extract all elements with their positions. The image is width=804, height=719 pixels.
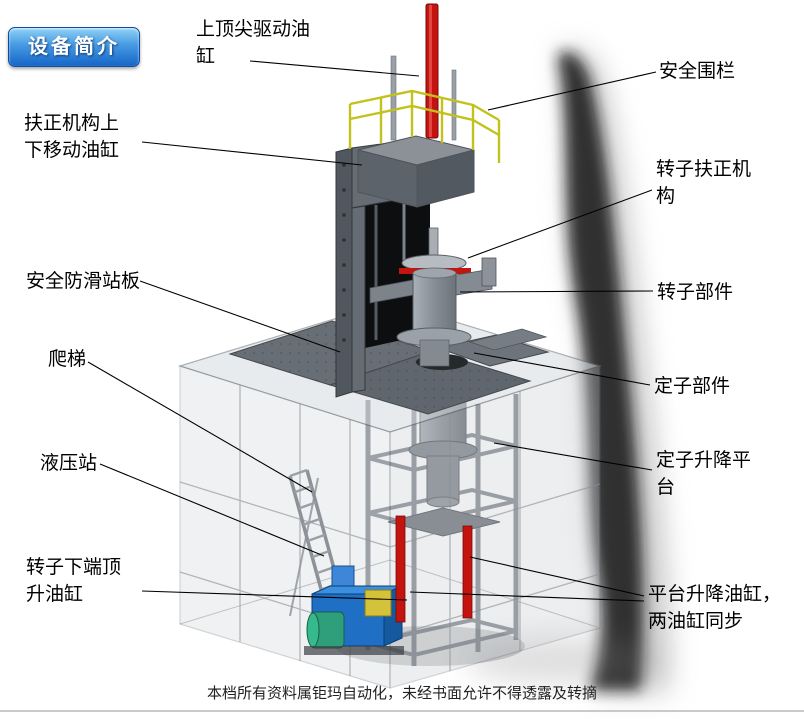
leader-platform-lift-cylinder-1 (469, 556, 645, 597)
label-platform-lift-cylinders: 平台升降油缸， 两油缸同步 (648, 584, 782, 632)
label-antislip-deck: 安全防滑站板 (26, 271, 141, 292)
head-box (357, 135, 475, 208)
leader-top-drive-cylinder (249, 60, 420, 77)
guide-rod-left (390, 55, 397, 141)
leader-hydraulic-station (99, 463, 325, 557)
guide-rod-right (451, 69, 457, 141)
leader-centering-updown-cylinder (141, 141, 363, 166)
stator-lift-plate (387, 507, 501, 537)
rotor-assembly (369, 227, 497, 367)
label-rotor-centering-mechanism: 转子扶正机 构 (656, 159, 752, 207)
label-top-drive-cylinder: 上顶尖驱动油 缸 (196, 19, 311, 67)
leader-stator-part (473, 352, 651, 386)
hydraulic-yellow-block (364, 589, 392, 617)
deck-right-ledge (468, 328, 548, 351)
leader-stator-lift-platform (493, 442, 653, 471)
platform-lift-cylinder-rods (395, 515, 473, 623)
leader-safety-fence (487, 71, 657, 111)
background-shadow (465, 47, 669, 692)
leader-rotor-bottom-jack-cylinder (141, 590, 408, 601)
label-rotor-part: 转子部件 (657, 282, 734, 303)
clamp-arm-left (369, 279, 414, 304)
label-rotor-bottom-jack-cylinder: 转子下端顶 升油缸 (26, 557, 122, 605)
leader-ladder (87, 361, 313, 493)
label-hydraulic-station: 液压站 (40, 453, 98, 474)
leader-antislip-deck (139, 280, 341, 353)
label-safety-fence: 安全围栏 (659, 61, 736, 82)
top-drive-cylinder-rod (390, 3, 457, 141)
footer-watermark: 本档所有资料属钜玛自动化，未经书面允许不得透露及转摘 (206, 686, 597, 702)
label-ladder: 爬梯 (48, 349, 87, 370)
label-centering-updown-cylinder: 扶正机构上 下移动油缸 (24, 113, 120, 161)
leader-rotor-part (459, 290, 654, 293)
leader-platform-lift-cylinder-2 (409, 591, 645, 602)
leader-lines (87, 60, 657, 602)
safety-fence-rails (348, 89, 501, 163)
label-stator-lift-platform: 定子升降平 台 (656, 450, 752, 498)
clamp-bracket (481, 257, 497, 287)
leader-rotor-centering-mechanism (467, 189, 653, 259)
title-badge: 设备简介 (8, 27, 140, 67)
pit-back-edges (179, 559, 601, 629)
label-stator-part: 定子部件 (654, 376, 731, 397)
